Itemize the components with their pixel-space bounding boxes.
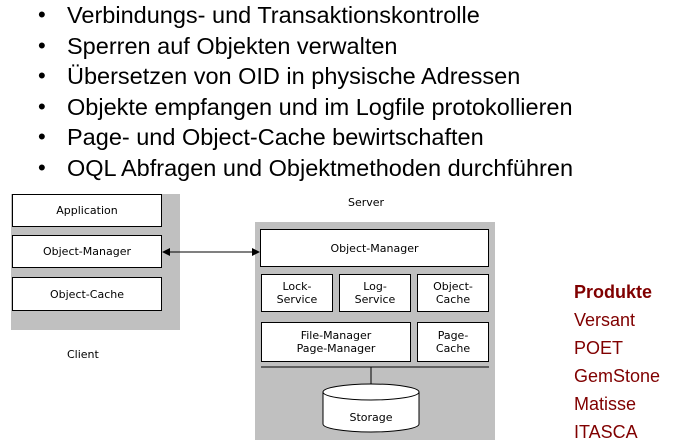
bullet-item: Sperren auf Objekten verwalten <box>38 31 573 62</box>
products-heading: Produkte <box>574 282 653 302</box>
server-object-manager-box: Object-Manager <box>260 229 489 267</box>
lock-service-box: Lock- Service <box>261 274 333 312</box>
server-object-cache-label: Object- Cache <box>433 280 473 306</box>
bullet-item: Objekte empfangen und im Logfile protoko… <box>38 92 573 123</box>
bullet-item: Page- und Object-Cache bewirtschaften <box>38 122 573 153</box>
lock-service-label: Lock- Service <box>276 280 318 306</box>
server-caption: Server <box>348 196 385 209</box>
page-cache-label: Page- Cache <box>435 329 471 355</box>
client-application-label: Application <box>56 204 118 217</box>
file-page-manager-label: File-Manager Page-Manager <box>296 329 376 355</box>
client-application-box: Application <box>12 194 162 227</box>
product-item: GemStone <box>574 366 661 386</box>
client-caption: Client <box>67 348 99 361</box>
product-item: Versant <box>574 310 636 330</box>
server-object-manager-label: Object-Manager <box>330 241 419 255</box>
bullet-item: Verbindungs- und Transaktionskontrolle <box>38 0 573 31</box>
storage-cylinder <box>322 383 420 433</box>
page-cache-box: Page- Cache <box>417 322 489 362</box>
products-list: Produkte Versant POET GemStone Matisse I… <box>574 278 660 446</box>
client-object-manager-box: Object-Manager <box>12 235 162 268</box>
client-object-cache-box: Object-Cache <box>12 277 162 311</box>
client-object-manager-label: Object-Manager <box>42 245 131 258</box>
client-object-cache-label: Object-Cache <box>49 287 124 301</box>
storage-label: Storage <box>349 411 393 424</box>
bullet-list: Verbindungs- und Transaktionskontrolle S… <box>38 0 573 183</box>
server-object-cache-box: Object- Cache <box>417 274 489 312</box>
log-service-label: Log- Service <box>354 280 396 306</box>
bullet-item: Übersetzen von OID in physische Adressen <box>38 61 573 92</box>
file-page-manager-box: File-Manager Page-Manager <box>261 322 411 362</box>
product-item: ITASCA <box>574 422 638 442</box>
product-item: POET <box>574 338 624 358</box>
product-item: Matisse <box>574 394 637 414</box>
bullet-item: OQL Abfragen und Objektmethoden durchfüh… <box>38 153 573 184</box>
log-service-box: Log- Service <box>339 274 411 312</box>
